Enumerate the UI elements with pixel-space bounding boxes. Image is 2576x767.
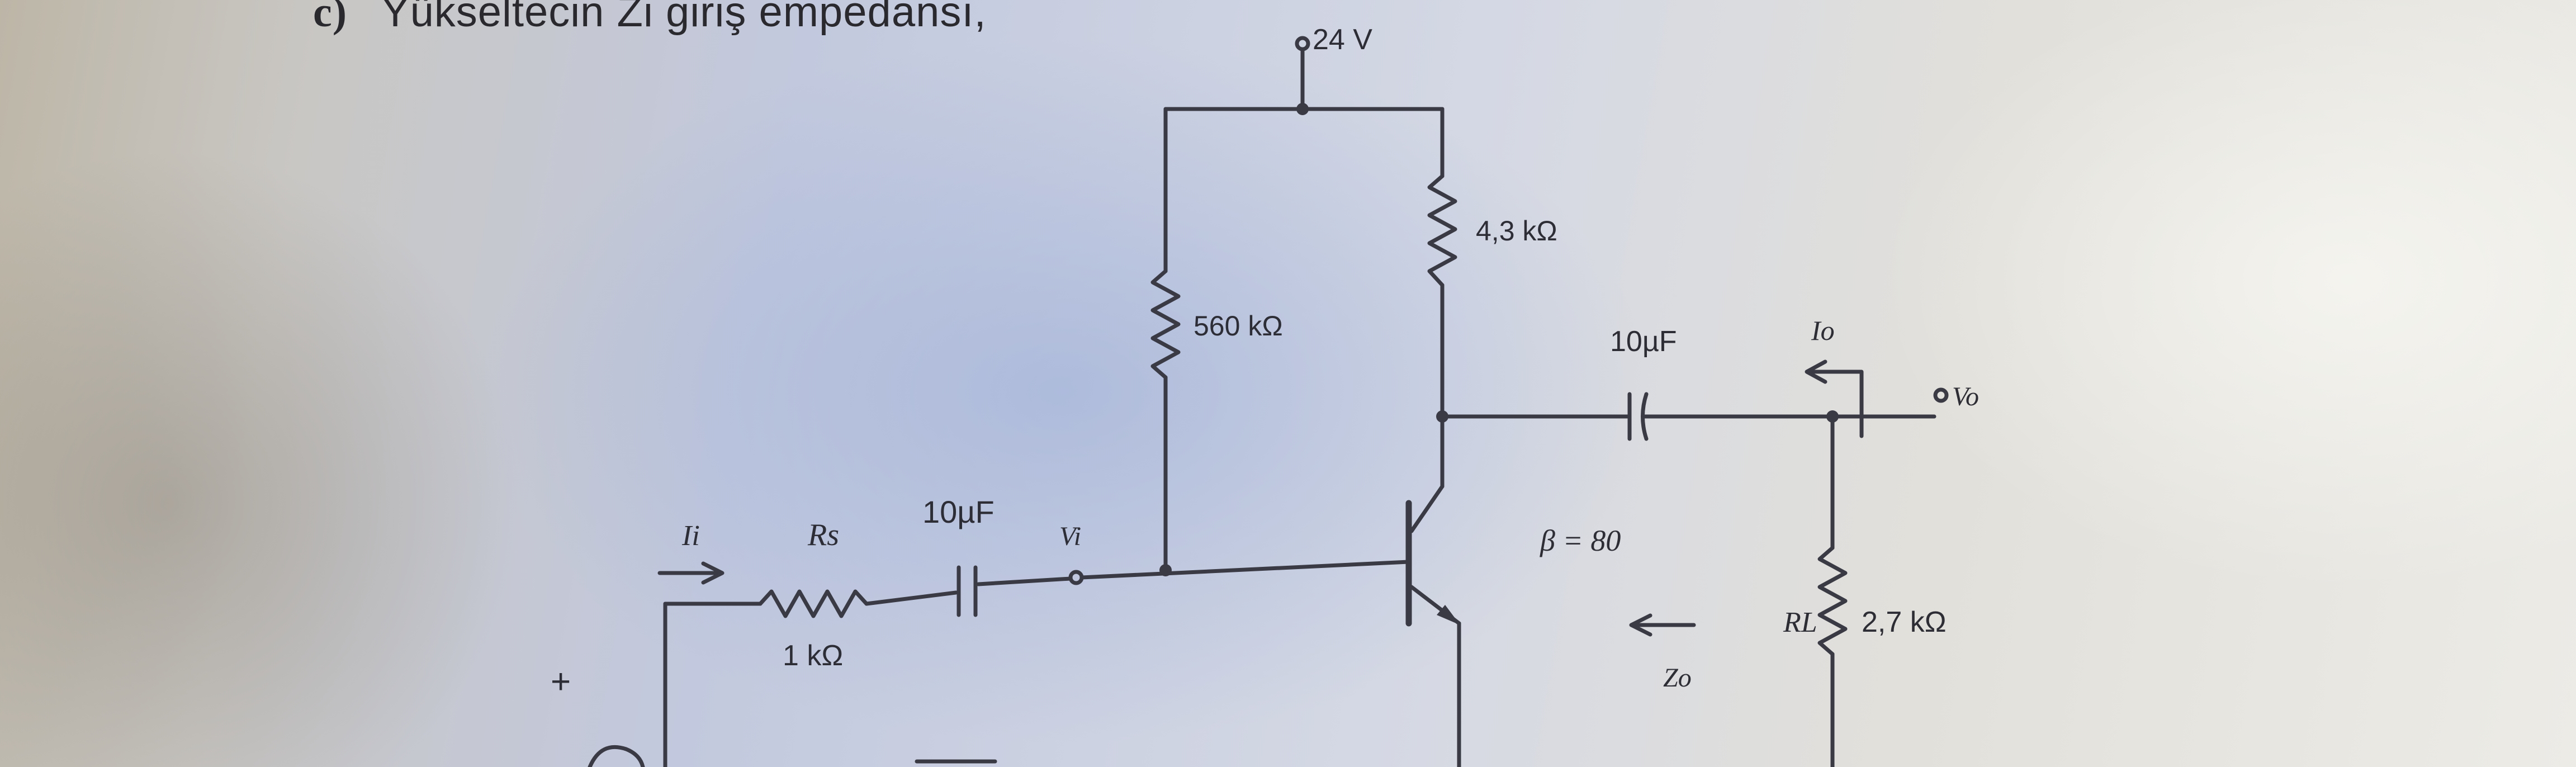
cin-to-vi-wire	[976, 576, 1073, 586]
rc-resistor	[1427, 174, 1457, 287]
vo-terminal	[1933, 387, 1949, 403]
question-number: c)	[313, 0, 348, 36]
supply-label: 24 V	[1313, 23, 1372, 56]
rb-label: 560 kΩ	[1194, 310, 1283, 342]
base-node	[1159, 564, 1172, 576]
source-plus-label: +	[551, 662, 571, 701]
transistor-collector-lead	[1409, 484, 1445, 533]
vi-label: Vi	[1059, 522, 1081, 551]
rs-symbol: Rs	[807, 518, 839, 552]
beta-label: β = 80	[1540, 524, 1621, 557]
io-current-arrow	[1806, 370, 1864, 438]
rs-resistor	[758, 589, 869, 618]
cout-label: 10µF	[1610, 325, 1677, 358]
base-wire	[1079, 560, 1411, 580]
question-text: Yükseltecin Zi giriş empedansı,	[381, 0, 987, 36]
rl-value: 2,7 kΩ	[1862, 606, 1947, 638]
zo-arrow-head	[1629, 613, 1652, 637]
emitter-arrow-icon	[1437, 605, 1460, 625]
rl-resistor	[1817, 546, 1848, 656]
ii-label: Ii	[681, 520, 700, 552]
supply-node	[1296, 103, 1309, 115]
rs-value: 1 kΩ	[783, 640, 843, 672]
rl-symbol: RL	[1783, 607, 1817, 638]
ii-arrow-head	[701, 561, 724, 585]
question-line: c) Yükseltecin Zi giriş empedansı,	[313, 0, 987, 37]
rs-to-cin-wire	[864, 590, 958, 606]
output-node	[1826, 410, 1839, 423]
io-arrow-head	[1805, 359, 1827, 384]
vo-label: Vo	[1952, 382, 1979, 411]
io-label: Io	[1811, 315, 1835, 346]
rb-resistor	[1150, 269, 1181, 380]
source-terminal-arc	[588, 745, 645, 767]
zo-label: Zo	[1663, 663, 1692, 693]
collector-node	[1436, 410, 1448, 423]
rc-label: 4,3 kΩ	[1476, 215, 1557, 247]
cin-label: 10µF	[922, 494, 995, 529]
